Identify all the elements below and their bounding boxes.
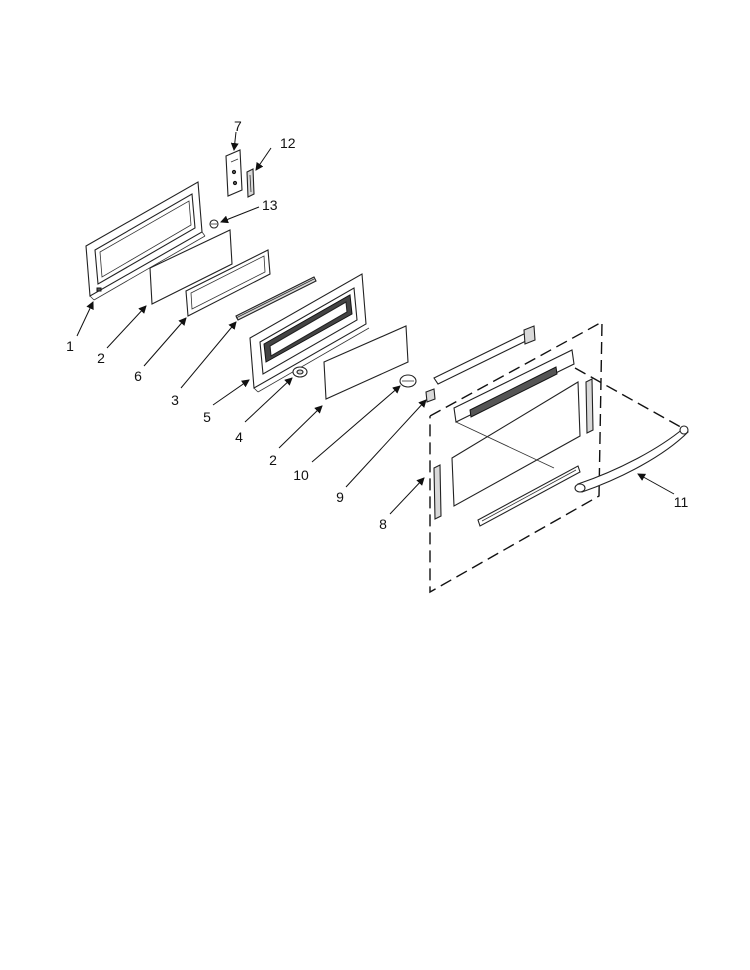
door-clip-part [425,388,436,403]
callout-label: 11 [674,494,689,510]
callout-label: 1 [66,338,74,354]
glass-panel-lower-part [323,325,409,400]
outer-door-frame-part [249,273,370,393]
callout-label: 13 [262,197,278,213]
leader-lines [76,131,675,515]
door-spacer-part [235,276,317,321]
door-latch-part [399,374,417,388]
callout-labels: 1 2 6 3 5 4 2 10 9 8 11 7 12 13 [66,118,688,532]
outer-door-assembly-outline [429,320,687,594]
callout-label: 10 [293,467,309,483]
callout-label: 4 [235,429,243,445]
hinge-bracket-part [225,149,243,197]
callout-label: 7 [234,118,242,134]
callout-label: 12 [280,135,296,151]
callout-label: 6 [134,368,142,384]
screw-part [209,219,219,229]
inner-door-panel-part [85,181,206,301]
callout-label: 8 [379,516,387,532]
glass-panel-upper-part [149,229,233,305]
framed-glass-part [185,249,271,317]
callout-label: 5 [203,409,211,425]
callout-label: 9 [336,489,344,505]
callout-label: 2 [269,452,277,468]
door-fastener-part [292,366,308,378]
callout-label: 2 [97,350,105,366]
callout-label: 3 [171,392,179,408]
door-handle-part [574,425,689,493]
hinge-part [246,168,255,198]
outer-door-part [433,325,594,527]
